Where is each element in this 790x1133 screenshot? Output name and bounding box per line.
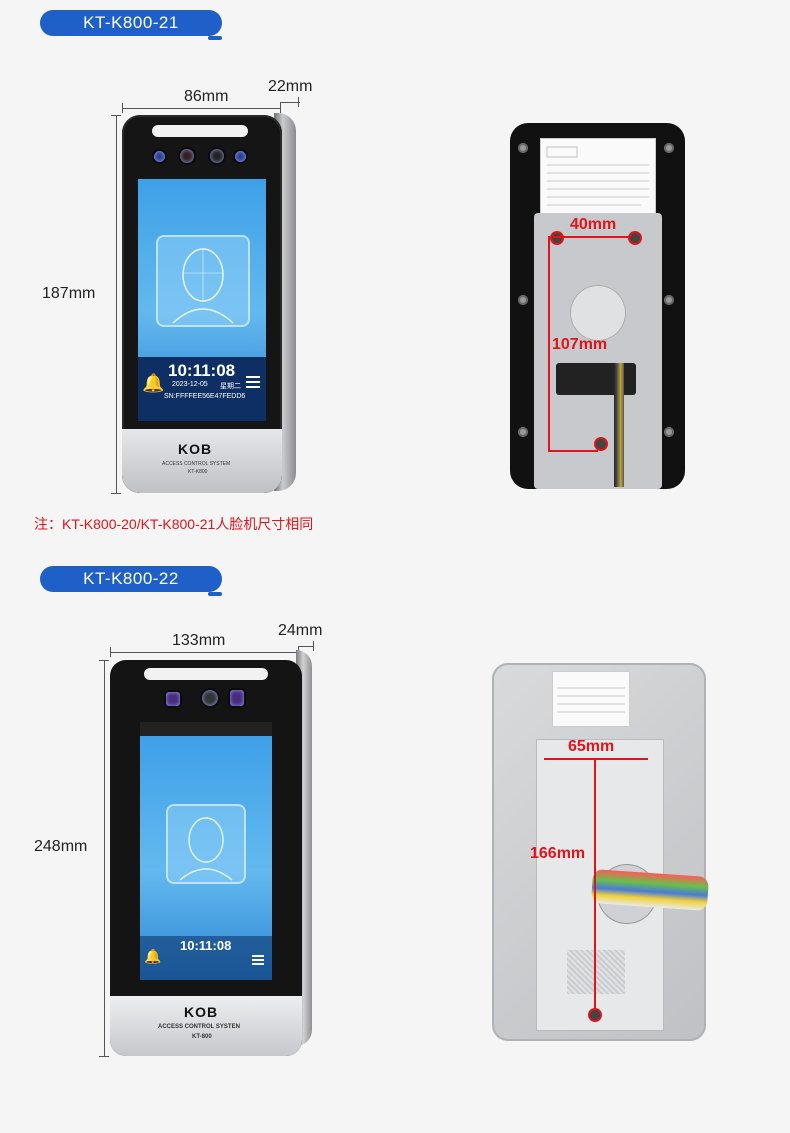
device-1-screen: 🔔 10:11:08 2023-12-05 星期二 SN:FFFFEE56E47… [138, 179, 266, 421]
hole-spacing-line-2 [544, 758, 648, 760]
camera-icon [210, 149, 224, 163]
badge-accent-1 [208, 36, 222, 40]
camera-icon [154, 151, 165, 162]
mount-hole [596, 439, 606, 449]
device-2-screen: 🔔 10:11:08 [140, 736, 272, 980]
device-2-base: KOB ACCESS CONTROL SYSTEN KT-800 [110, 996, 302, 1056]
width-dim-line-1 [122, 108, 280, 109]
brand-logo: KOB [178, 441, 213, 457]
ir-light-bar [152, 125, 248, 137]
clock-date: 2023-12-05 [172, 381, 208, 388]
device-2-back [492, 663, 710, 1041]
device-caption: ACCESS CONTROL SYSTEN [158, 1024, 240, 1030]
width-label-1: 86mm [184, 88, 229, 105]
tick [313, 641, 314, 651]
width-label-2: 133mm [172, 632, 226, 649]
mount-height-base-1 [548, 450, 598, 452]
ir-sensor-icon [230, 690, 244, 706]
clock-time: 10:11:08 [168, 361, 236, 380]
menu-icon [246, 375, 260, 388]
vent-grid [567, 950, 625, 994]
serial-number: SN:FFFFEE56E47FEDD6 [164, 393, 246, 400]
product-label-sticker [552, 671, 630, 727]
device-1-base: KOB ACCESS CONTROL SYSTEM KT-K800 [122, 429, 282, 493]
tick [298, 97, 299, 107]
width-dim-line-2 [110, 652, 298, 653]
depth-dim-line-2 [298, 646, 314, 647]
mount-height-line-2 [594, 758, 596, 1014]
brand-logo: KOB [184, 1004, 219, 1020]
model-badge-2: KT-K800-22 [40, 566, 222, 592]
camera-icon [235, 151, 246, 162]
menu-icon [252, 952, 264, 965]
badge-accent-2 [208, 592, 222, 596]
model-badge-1: KT-K800-21 [40, 10, 222, 36]
depth-dim-line-1 [280, 102, 300, 103]
height-label-2: 248mm [34, 838, 88, 855]
device-2-front: 🔔 10:11:08 KOB ACCESS CONTROL SYSTEN KT-… [110, 660, 302, 1056]
tick [111, 493, 121, 494]
tick [99, 660, 109, 661]
depth-label-1: 22mm [268, 78, 313, 95]
screw [664, 427, 674, 437]
hole-spacing-label-2: 65mm [568, 738, 615, 755]
tick [111, 115, 121, 116]
mount-hole [630, 233, 640, 243]
device-caption: ACCESS CONTROL SYSTEM [162, 461, 231, 467]
mount-height-line-1 [548, 236, 550, 452]
size-note: 注：KT-K800-20/KT-K800-21人脸机尺寸相同 [34, 516, 314, 532]
mounting-plate-1 [534, 213, 662, 489]
ir-sensor-icon [166, 692, 180, 706]
camera-icon [202, 690, 218, 706]
camera-icon [180, 149, 194, 163]
tick [280, 103, 281, 113]
height-dim-line-2 [104, 660, 105, 1056]
screen-header [140, 722, 272, 736]
connector-block [556, 363, 636, 395]
depth-label-2: 24mm [278, 622, 323, 639]
device-1-back [510, 123, 685, 489]
face-scan-icon [156, 235, 250, 327]
status-bar: 🔔 10:11:08 2023-12-05 星期二 SN:FFFFEE56E47… [138, 357, 266, 421]
screw [664, 295, 674, 305]
wire-bundle [614, 363, 624, 487]
tick [99, 1056, 109, 1057]
ir-light-bar [144, 668, 268, 680]
cable-port [570, 285, 626, 341]
mount-hole [552, 233, 562, 243]
clock-weekday: 星期二 [220, 383, 241, 390]
product-label-sticker [540, 138, 656, 215]
device-1-front: 🔔 10:11:08 2023-12-05 星期二 SN:FFFFEE56E47… [122, 115, 282, 493]
screw [664, 143, 674, 153]
screw [518, 143, 528, 153]
screw [518, 295, 528, 305]
bell-icon: 🔔 [142, 373, 165, 393]
tick [110, 647, 111, 657]
mount-height-label-2: 166mm [530, 845, 586, 862]
height-dim-line-1 [116, 115, 117, 493]
device-model-label: KT-K800 [188, 469, 208, 475]
tick [122, 103, 123, 113]
height-label-1: 187mm [42, 285, 96, 302]
face-scan-icon [166, 804, 246, 884]
mount-hole [590, 1010, 600, 1020]
status-bar: 🔔 10:11:08 [140, 936, 272, 980]
hole-spacing-line-1 [553, 236, 631, 238]
clock-time: 10:11:08 [180, 938, 232, 953]
mount-height-label-1: 107mm [552, 336, 608, 353]
hole-spacing-label-1: 40mm [570, 216, 617, 233]
screw [518, 427, 528, 437]
bell-icon: 🔔 [144, 948, 162, 964]
device-model-label: KT-800 [192, 1034, 212, 1040]
